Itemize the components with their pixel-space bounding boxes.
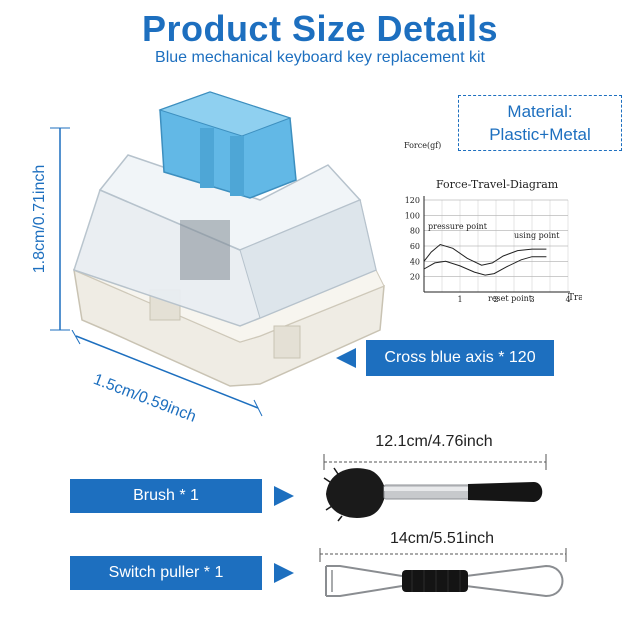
triangle-pointer-icon bbox=[336, 348, 356, 368]
switch-puller-illustration bbox=[319, 548, 567, 598]
page-title: Product Size Details bbox=[141, 8, 499, 49]
brush-label: Brush * 1 bbox=[70, 479, 262, 513]
chart-xlabel: Travel(mm) bbox=[568, 292, 582, 303]
y-tick-label: 120 bbox=[405, 196, 420, 205]
switch-stem-cross bbox=[200, 128, 214, 188]
force-travel-chart: Force(gf) Force-Travel-Diagram 20 40 60 80 1… bbox=[404, 141, 582, 304]
switch-stem-cross bbox=[230, 136, 244, 196]
puller-grip bbox=[402, 570, 468, 592]
chart-axes bbox=[423, 196, 570, 293]
cross-axis-label: Cross blue axis * 120 bbox=[366, 340, 554, 376]
y-tick-label: 40 bbox=[410, 257, 420, 266]
brush-length-label: 12.1cm/4.76inch bbox=[375, 433, 493, 450]
triangle-pointer-icon bbox=[274, 563, 294, 583]
chart-lines bbox=[423, 243, 547, 276]
x-tick-label: 1 bbox=[457, 295, 462, 304]
switch-base-notch bbox=[273, 325, 301, 359]
material-box: Material: Plastic+Metal bbox=[458, 95, 622, 151]
puller-length-label: 14cm/5.51inch bbox=[389, 530, 495, 547]
width-dimension-line bbox=[71, 330, 263, 417]
page-subtitle: Blue mechanical keyboard key replacement… bbox=[155, 49, 485, 66]
triangle-pointer-icon bbox=[274, 486, 294, 506]
material-label: Material: bbox=[507, 102, 573, 121]
switch-housing-side bbox=[239, 199, 377, 319]
brush-bristles bbox=[326, 468, 386, 518]
height-dimension-line bbox=[50, 127, 70, 331]
chart-title: Force-Travel-Diagram bbox=[436, 178, 559, 191]
switch-spring bbox=[180, 220, 230, 280]
switch-stem-top bbox=[158, 91, 292, 137]
series-line-0 bbox=[423, 243, 547, 266]
switch-illustration bbox=[73, 91, 385, 387]
chart-grid bbox=[424, 199, 569, 292]
brush-illustration bbox=[323, 454, 547, 522]
x-tick-label: 2 bbox=[493, 295, 498, 304]
y-tick-label: 100 bbox=[405, 211, 420, 220]
x-tick-label: 4 bbox=[565, 295, 570, 304]
material-value: Plastic+Metal bbox=[489, 125, 591, 144]
chart-ylabel: Force(gf) bbox=[404, 141, 441, 150]
annotation-reset-point: reset point bbox=[488, 294, 533, 303]
brush-handle bbox=[468, 482, 543, 502]
annotation-pressure-point: pressure point bbox=[428, 222, 488, 231]
x-tick-label: 3 bbox=[529, 295, 534, 304]
y-tick-label: 20 bbox=[410, 273, 420, 282]
series-line-1 bbox=[423, 256, 547, 276]
chart-ticks: 20 40 60 80 100 120 1 2 3 4 bbox=[405, 196, 571, 304]
y-tick-label: 60 bbox=[410, 242, 420, 251]
y-tick-label: 80 bbox=[410, 227, 420, 236]
height-dimension-label: 1.8cm/0.71inch bbox=[31, 164, 48, 274]
switch-puller-label: Switch puller * 1 bbox=[70, 556, 262, 590]
annotation-using-point: using point bbox=[514, 231, 560, 240]
